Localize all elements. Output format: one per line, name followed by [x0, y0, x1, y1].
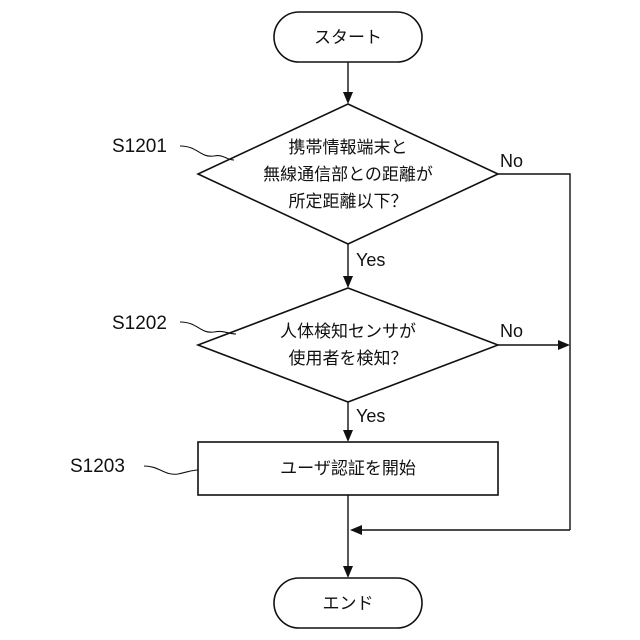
leader-s1203	[144, 466, 198, 474]
process-user-auth-label: ユーザ認証を開始	[280, 459, 416, 479]
decision-human-sensor-line-1: 人体検知センサが	[280, 322, 416, 342]
d2-yes-label: Yes	[356, 406, 385, 426]
decision-distance-line-1: 携帯情報端末と	[289, 138, 408, 158]
start-label: スタート	[314, 28, 382, 48]
d1-yes-label: Yes	[356, 250, 385, 270]
end-label: エンド	[323, 594, 374, 614]
decision-distance-line-2: 無線通信部との距離が	[263, 165, 433, 185]
connector-d1-no	[498, 174, 570, 530]
leader-s1202	[180, 322, 236, 334]
arrowhead-d2-process	[343, 430, 353, 442]
step-label-s1203: S1203	[70, 456, 125, 477]
arrowhead-merge	[350, 525, 362, 535]
arrowhead-process-end	[343, 566, 353, 578]
step-label-s1201: S1201	[112, 136, 167, 157]
decision-human-sensor	[198, 288, 498, 402]
leader-s1201	[180, 146, 234, 160]
decision-distance-line-3: 所定距離以下？	[289, 192, 408, 212]
arrowhead-d1-d2	[343, 276, 353, 288]
decision-human-sensor-line-2: 使用者を検知？	[289, 348, 408, 369]
d2-no-label: No	[500, 321, 523, 341]
step-label-s1202: S1202	[112, 313, 167, 334]
d1-no-label: No	[500, 151, 523, 171]
arrowhead-start-d1	[343, 92, 353, 104]
arrowhead-d2-no	[558, 340, 570, 350]
